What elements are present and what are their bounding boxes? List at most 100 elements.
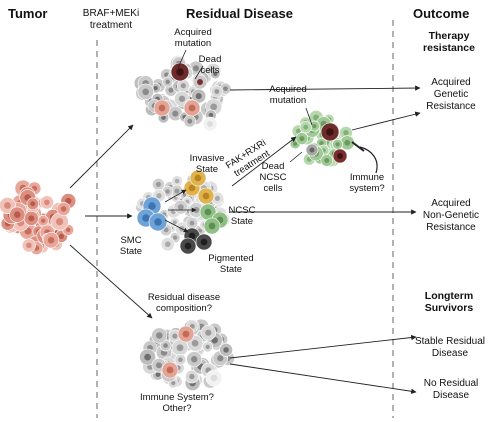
cell-nucleus xyxy=(60,206,67,212)
cell-nucleus xyxy=(164,241,171,248)
cell-nucleus xyxy=(165,79,170,85)
cell-nucleus xyxy=(223,347,229,353)
cell-nucleus xyxy=(174,188,180,194)
arrow-smc-to-pigmented xyxy=(164,219,189,233)
cell-nucleus xyxy=(172,110,179,117)
cell-nucleus xyxy=(176,68,184,76)
cell-nucleus xyxy=(202,192,210,200)
cell-nucleus xyxy=(55,217,64,226)
cell-nucleus xyxy=(142,214,150,222)
cell-nucleus xyxy=(155,181,161,187)
cell-nucleus xyxy=(207,121,213,127)
cell-nucleus xyxy=(155,372,161,377)
cell-nucleus xyxy=(171,380,176,386)
ncsc-cluster xyxy=(289,110,355,168)
label-smc-state: SMC State xyxy=(119,235,143,257)
cell-nucleus xyxy=(168,87,174,93)
label-residual-composition: Residual disease composition? xyxy=(147,292,221,314)
column-header-residual: Residual Disease xyxy=(186,6,293,21)
label-acquired-mutation-ncsc: Acquired mutation xyxy=(269,84,307,106)
cell-nucleus xyxy=(30,201,36,207)
cell-nucleus xyxy=(299,136,305,142)
cell-nucleus xyxy=(172,333,178,339)
cell-nucleus xyxy=(142,88,150,96)
label-immune-system: Immune system? xyxy=(349,172,385,194)
cell-nucleus xyxy=(154,218,162,226)
cell-nucleus xyxy=(44,199,50,206)
cell-nucleus xyxy=(197,79,203,85)
cell-nucleus xyxy=(185,199,190,204)
cell-nucleus xyxy=(293,141,298,146)
cell-nucleus xyxy=(184,242,192,250)
cell-nucleus xyxy=(165,189,170,194)
callout-dead-ncsc xyxy=(289,151,303,163)
cell-nucleus xyxy=(148,202,156,210)
label-pigmented-state: Pigmented State xyxy=(208,253,254,275)
cell-nucleus xyxy=(65,227,71,233)
cell-nucleus xyxy=(191,339,199,347)
outcome-longterm-survivors: Longterm Survivors xyxy=(424,290,474,314)
column-header-tumor: Tumor xyxy=(8,6,48,21)
label-invasive-state: Invasive State xyxy=(189,153,225,175)
cell-nucleus xyxy=(217,355,224,362)
cell-nucleus xyxy=(178,357,183,363)
cell-nucleus xyxy=(172,220,177,225)
cell-nucleus xyxy=(214,195,220,201)
cell-nucleus xyxy=(174,178,180,184)
cell-nucleus xyxy=(172,235,178,240)
outcome-acquired-genetic: Acquired Genetic Resistance xyxy=(426,77,476,112)
column-header-outcome: Outcome xyxy=(413,6,470,21)
cell-nucleus xyxy=(194,174,202,182)
cell-nucleus xyxy=(335,142,340,147)
cell-nucleus xyxy=(191,356,198,363)
cell-nucleus xyxy=(205,344,210,350)
cell-nucleus xyxy=(189,373,195,380)
cell-nucleus xyxy=(153,86,158,91)
cell-nucleus xyxy=(344,139,351,146)
cell-nucleus xyxy=(163,343,168,348)
cell-nucleus xyxy=(312,123,317,129)
outcome-no-residual: No Residual Disease xyxy=(423,378,479,401)
outcome-acquired-nongenetic: Acquired Non-Genetic Resistance xyxy=(422,198,480,233)
callout-dead-cells xyxy=(194,65,204,80)
arrow-tumor-to-bottom xyxy=(69,244,153,319)
cell-nucleus xyxy=(177,204,184,211)
cell-nucleus xyxy=(204,208,212,216)
cell-nucleus xyxy=(26,242,32,249)
cell-nucleus xyxy=(161,115,166,120)
cell-nucleus xyxy=(163,227,169,233)
cell-nucleus xyxy=(205,329,212,336)
cell-nucleus xyxy=(326,128,334,136)
arrow-bottom-to-none xyxy=(229,363,417,394)
cell-nucleus xyxy=(58,233,64,239)
arrow-top-to-genetic xyxy=(229,85,421,91)
cell-nucleus xyxy=(223,86,228,92)
residual-cluster-top xyxy=(133,55,232,132)
outcome-stable-residual: Stable Residual Disease xyxy=(414,336,486,359)
cell-nucleus xyxy=(47,236,55,244)
cell-nucleus xyxy=(309,147,315,153)
cell-nucleus xyxy=(303,124,309,130)
cell-nucleus xyxy=(166,366,174,374)
cell-nucleus xyxy=(195,93,202,100)
immune-inhibition-bar xyxy=(351,141,365,152)
outcome-therapy-resistance: Therapy resistance xyxy=(423,30,475,54)
arrow-smc-to-invasive xyxy=(164,189,187,203)
cell-nucleus xyxy=(343,129,349,136)
cell-nucleus xyxy=(210,103,218,111)
cell-nucleus xyxy=(156,332,163,339)
cell-nucleus xyxy=(319,141,324,146)
callout-acquired-mutation-top xyxy=(177,49,187,69)
cell-nucleus xyxy=(155,362,162,369)
cell-nucleus xyxy=(192,65,200,72)
arrow-tumor-to-top xyxy=(69,124,134,189)
cell-nucleus xyxy=(188,184,196,192)
cell-nucleus xyxy=(208,222,216,230)
callout-acquired-mutation-ncsc xyxy=(305,107,313,126)
cell-nucleus xyxy=(14,211,21,218)
label-dead-cells: Dead cells xyxy=(198,54,222,76)
label-dead-ncsc-cells: Dead NCSC cells xyxy=(259,161,287,194)
arrow-ncsc-to-genetic xyxy=(351,111,421,131)
cell-nucleus xyxy=(144,353,151,361)
